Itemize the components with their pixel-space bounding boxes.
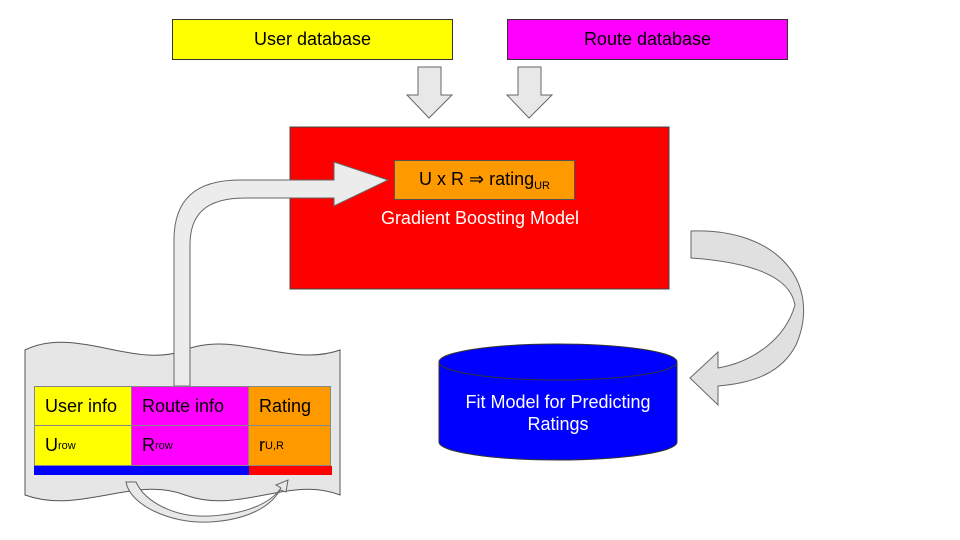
route-database-box: Route database — [507, 19, 788, 60]
model-title: Gradient Boosting Model — [380, 208, 580, 228]
user-database-box: User database — [172, 19, 453, 60]
user-db-down-arrow — [405, 66, 454, 119]
output-label-line2: Ratings — [527, 414, 589, 434]
row-to-model-arrow — [173, 161, 390, 387]
fit-model-cylinder — [438, 361, 678, 461]
route-db-down-arrow — [505, 66, 554, 119]
header-rating: Rating — [248, 386, 331, 426]
header-user-info: User info — [34, 386, 132, 426]
output-label-line1: Fit Model for Predicting — [465, 392, 651, 412]
row-target-bar — [249, 466, 332, 475]
route-database-label: Route database — [583, 29, 712, 49]
user-database-label: User database — [253, 29, 372, 49]
formula-box: U x R ⇒ ratingUR — [394, 160, 575, 200]
formula-text: U x R ⇒ ratingUR — [418, 168, 550, 192]
gradient-boosting-model-box — [289, 126, 670, 290]
row-loop-arrow — [125, 479, 289, 523]
model-to-output-arrow — [689, 230, 805, 407]
output-label: Fit Model for Predicting Ratings — [450, 391, 666, 435]
row-feature-bar — [34, 466, 249, 475]
header-route-info: Route info — [131, 386, 249, 426]
fit-model-cylinder-top — [438, 343, 678, 381]
